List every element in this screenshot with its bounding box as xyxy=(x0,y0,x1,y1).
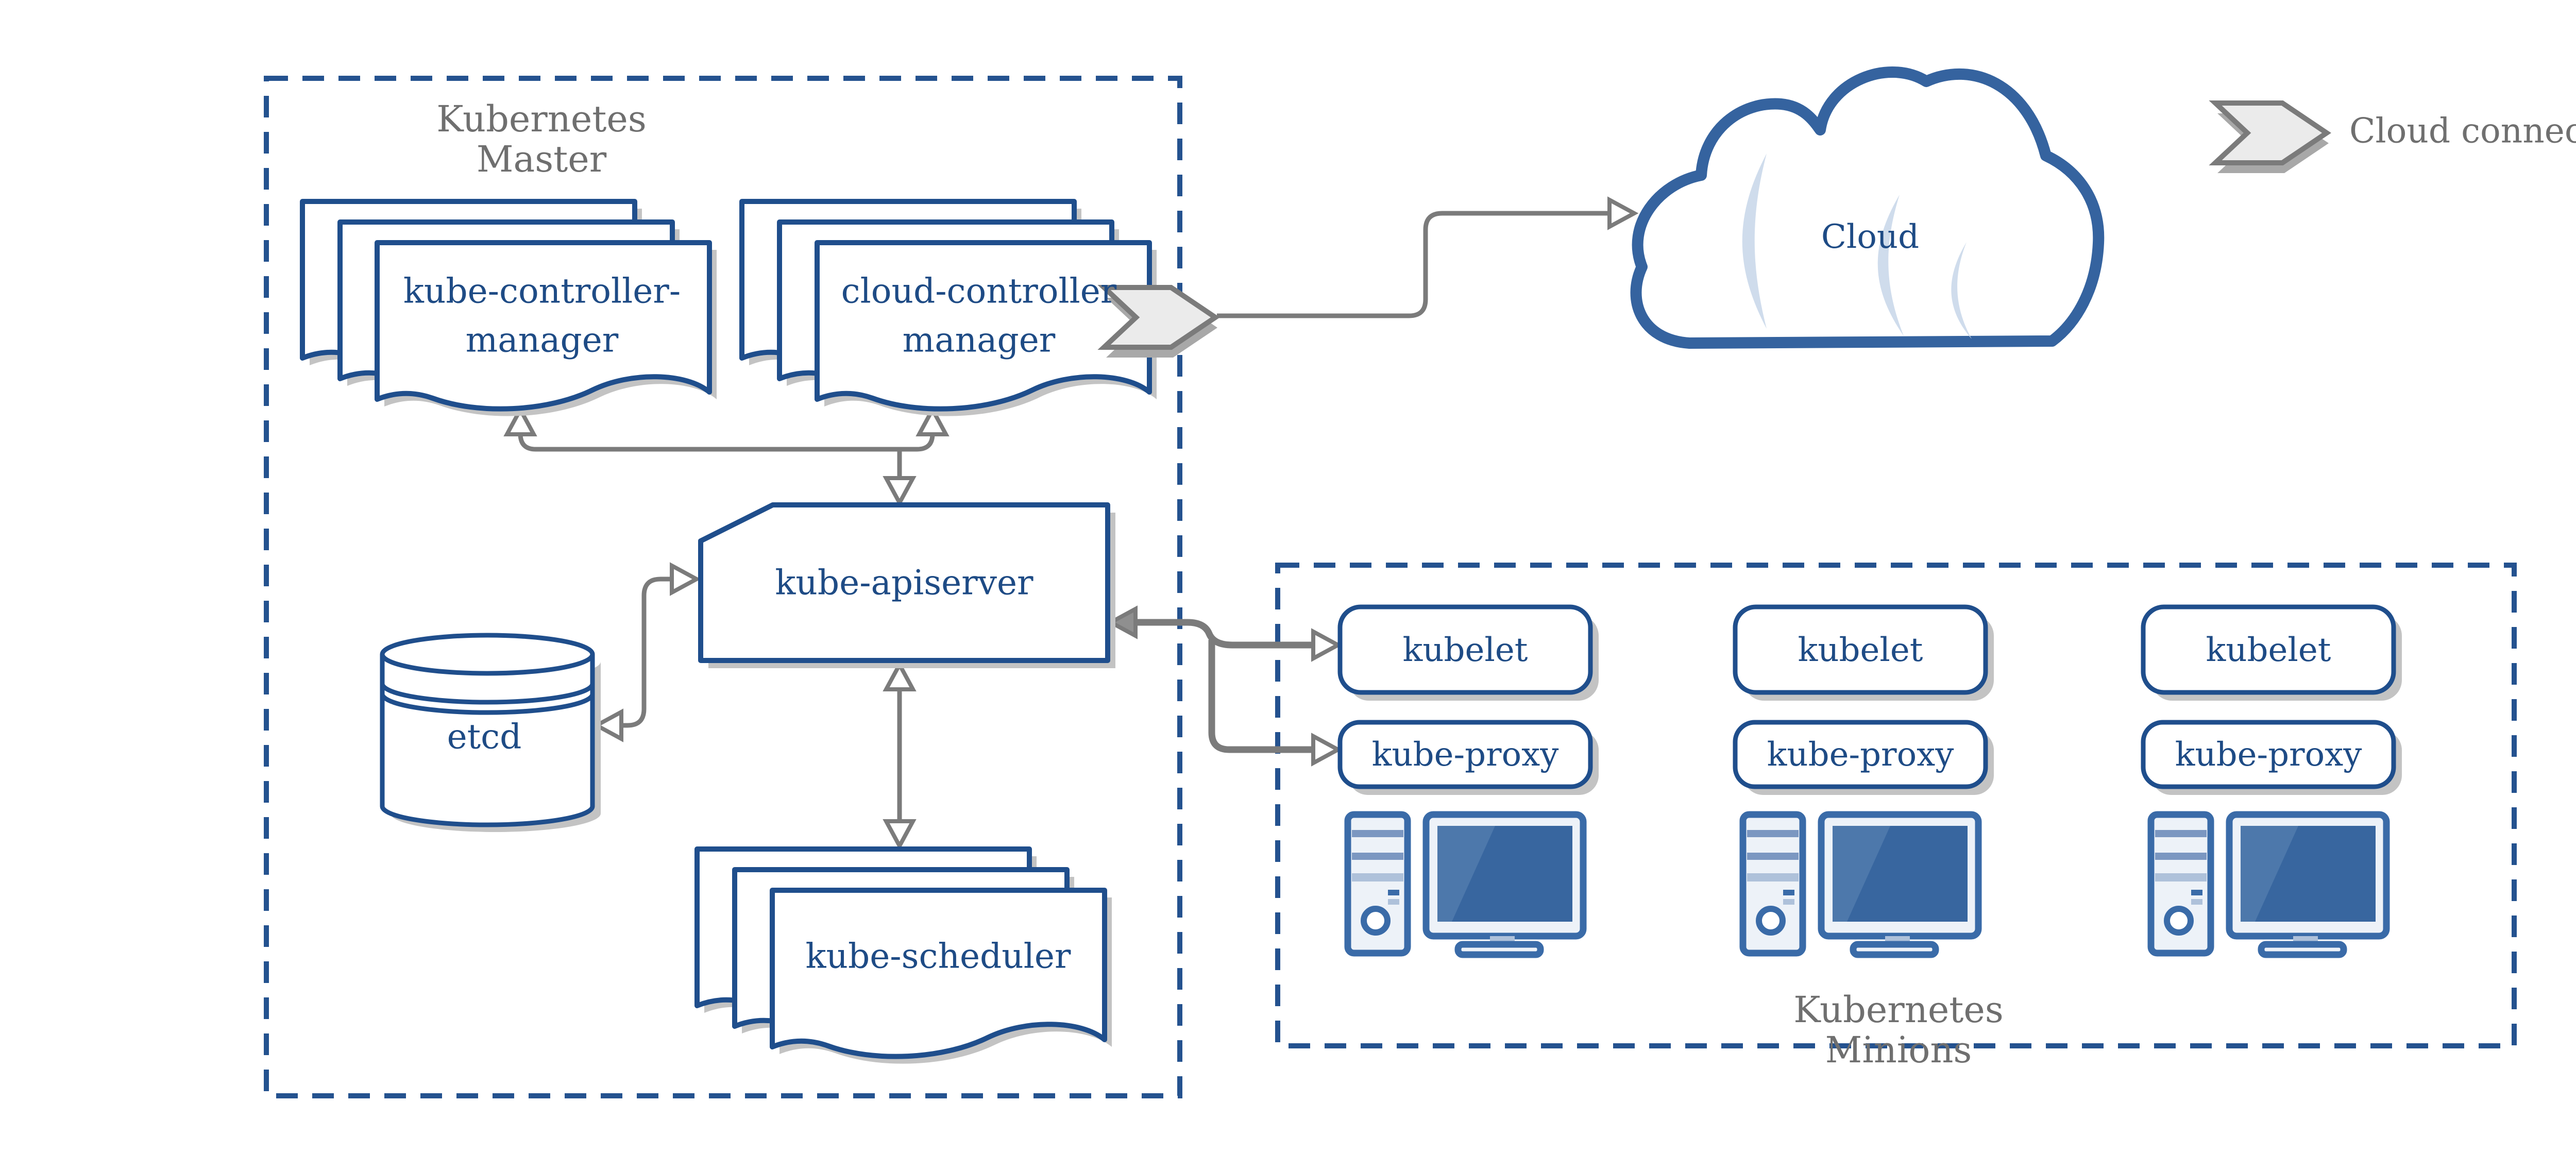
arrowheads xyxy=(503,196,1639,851)
arrowhead-right-apiserver-left xyxy=(670,562,701,596)
master-title-line2: Master xyxy=(477,138,607,180)
arrowhead-right-kubelet xyxy=(1311,628,1343,662)
workstation-icon xyxy=(1348,815,1583,955)
apiserver-etcd-connector xyxy=(600,576,696,728)
kubernetes-minions-boundary xyxy=(1275,563,2517,1048)
cloud-label: Cloud xyxy=(1821,218,1919,256)
worker-node-1 xyxy=(1337,604,1599,955)
legend-cloud-connector-icon xyxy=(2215,103,2329,173)
controller-to-cloud-connector xyxy=(1217,211,1611,318)
etcd-node xyxy=(380,633,601,832)
cloud-controller-manager-label-line1: cloud-controller xyxy=(841,272,1117,311)
cloud-highlight xyxy=(1742,154,1767,329)
kube-apiserver-node xyxy=(698,502,1115,668)
kubelet-box-1 xyxy=(1337,604,1593,695)
etcd-body xyxy=(380,654,595,827)
kubelet-label-2: kubelet xyxy=(1798,631,1923,669)
kubelet-label-3: kubelet xyxy=(2206,631,2331,669)
kube-apiserver-shape xyxy=(698,502,1110,663)
arrowhead-left-etcd xyxy=(592,708,623,742)
kube-scheduler-label: kube-scheduler xyxy=(806,937,1071,976)
arrowhead-up-kube-controller xyxy=(503,405,537,436)
etcd-label: etcd xyxy=(447,717,522,757)
arrowhead-right-cloud xyxy=(1607,196,1639,230)
worker-node-2 xyxy=(1733,604,1994,955)
arrowhead-up-apiserver-bottom xyxy=(883,660,917,691)
minions-title-line1: Kubernetes xyxy=(1793,989,2004,1031)
etcd-top xyxy=(380,633,595,676)
minions-title-line2: Minions xyxy=(1825,1029,1972,1071)
arrowhead-up-cloud-controller xyxy=(916,405,950,436)
arrowhead-left-apiserver-right xyxy=(1106,605,1138,639)
kube-proxy-box-1 xyxy=(1337,720,1593,789)
kube-proxy-box-2 xyxy=(1733,720,1988,789)
kubernetes-master-boundary xyxy=(264,76,1182,1098)
kubelet-box-3 xyxy=(2141,604,2396,695)
arrowhead-right-kubeproxy xyxy=(1311,733,1343,767)
controllers-to-apiserver-connector xyxy=(518,412,935,452)
kube-proxy-label-1: kube-proxy xyxy=(1372,736,1559,774)
kube-proxy-label-2: kube-proxy xyxy=(1767,736,1954,774)
cloud-controller-manager-label-line2: manager xyxy=(903,320,1056,360)
etcd-rim-line xyxy=(380,683,595,705)
kube-proxy-box-3 xyxy=(2141,720,2396,789)
apiserver-kubelet-connector xyxy=(1133,619,1314,649)
connectors xyxy=(518,211,1611,823)
kube-controller-manager-label-line2: manager xyxy=(466,320,619,360)
workstation-icon xyxy=(2151,815,2386,955)
cloud-shape xyxy=(1630,66,2105,349)
apiserver-kubeproxy-connector xyxy=(1208,640,1314,753)
cloud-outline xyxy=(1630,66,2105,349)
kube-apiserver-label: kube-apiserver xyxy=(775,563,1033,603)
etcd-rim-line xyxy=(380,693,595,715)
kubelet-label-1: kubelet xyxy=(1403,631,1528,669)
cloud-highlight xyxy=(1877,195,1904,336)
cloud-highlight xyxy=(1951,242,1972,339)
kubelet-box-2 xyxy=(1733,604,1988,695)
worker-node-3 xyxy=(2141,604,2402,955)
legend-cloud-connector-label: Cloud connector xyxy=(2349,111,2576,151)
kube-controller-manager-label-line1: kube-controller- xyxy=(403,272,681,311)
kube-proxy-label-3: kube-proxy xyxy=(2175,736,2362,774)
arrowhead-down-apiserver-top xyxy=(883,476,917,507)
arrowhead-down-scheduler xyxy=(883,819,917,851)
master-title-line1: Kubernetes xyxy=(436,98,647,140)
workstation-icon xyxy=(1743,815,1978,955)
